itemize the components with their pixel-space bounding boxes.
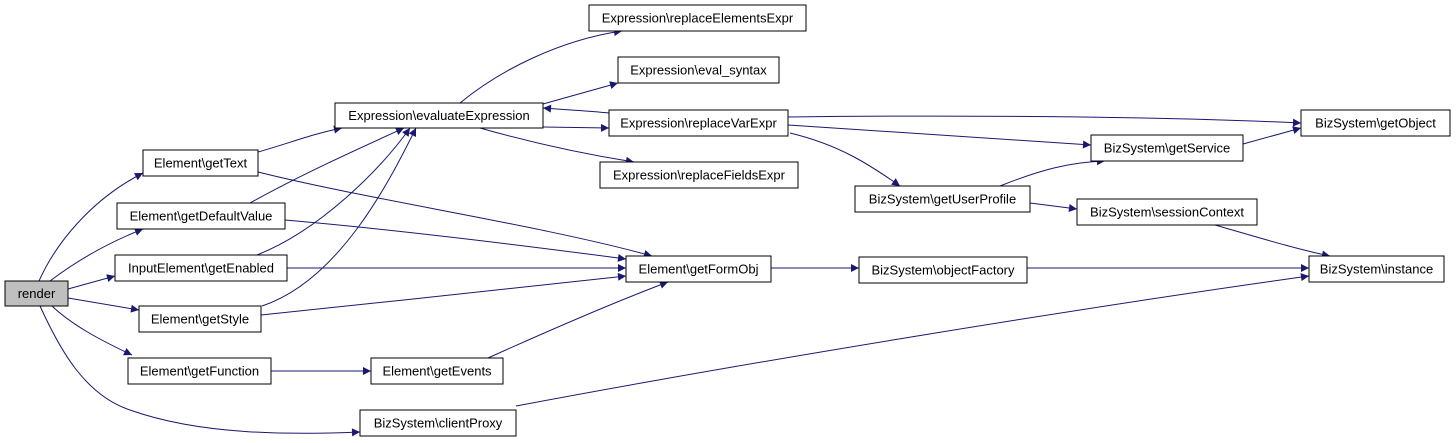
node-box: [114, 254, 288, 282]
edge-render-to-clientProxy: [39, 305, 361, 437]
edge-render-to-getDefaultValue: [49, 228, 144, 282]
node-evaluateExpression[interactable]: Expression\evaluateExpression: [334, 102, 544, 129]
node-label: InputElement\getEnabled: [128, 261, 274, 276]
node-getFunction[interactable]: Element\getFunction: [127, 357, 272, 385]
node-label: Expression\replaceElementsExpr: [602, 11, 794, 26]
node-render[interactable]: render: [4, 280, 69, 307]
node-label: Element\getEvents: [382, 364, 492, 379]
edge-getDefaultValue-to-getFormObj: [284, 219, 627, 262]
edge-replaceVarExpr-to-getUserProfile: [789, 132, 901, 187]
node-label: Element\getText: [154, 156, 248, 171]
node-label: Expression\replaceFieldsExpr: [613, 168, 786, 183]
edge-getStyle-to-evaluateExpression: [261, 127, 417, 307]
node-instance[interactable]: BizSystem\instance: [1308, 255, 1445, 283]
node-box: [588, 4, 807, 32]
node-label: Element\getDefaultValue: [130, 209, 273, 224]
edge-getStyle-to-getFormObj: [260, 272, 627, 316]
node-box: [617, 56, 780, 84]
node-getFormObj[interactable]: Element\getFormObj: [625, 255, 772, 283]
edge-getEnabled-to-evaluateExpression: [256, 127, 411, 256]
node-label: BizSystem\instance: [1320, 262, 1433, 277]
node-label: Expression\eval_syntax: [630, 63, 767, 78]
node-label: BizSystem\getObject: [1315, 116, 1436, 131]
edge-getText-to-getFormObj: [257, 171, 653, 258]
node-label: BizSystem\getUserProfile: [869, 192, 1016, 207]
node-getObject[interactable]: BizSystem\getObject: [1300, 109, 1451, 137]
edge-getEvents-to-getFormObj: [487, 281, 669, 359]
node-label: Expression\replaceVarExpr: [620, 116, 777, 131]
node-objectFactory[interactable]: BizSystem\objectFactory: [858, 256, 1028, 284]
node-label: BizSystem\sessionContext: [1090, 205, 1244, 220]
node-box: [858, 256, 1028, 284]
node-box: [1308, 255, 1445, 283]
edge-replaceVarExpr-to-getService: [787, 124, 1092, 149]
edge-replaceVarExpr-to-evaluateExpression: [542, 104, 610, 114]
edge-clientProxy-to-instance: [515, 273, 1310, 407]
edge-replaceVarExpr-to-getObject: [787, 115, 1302, 127]
node-box: [1090, 134, 1244, 162]
edge-sessionContext-to-instance: [1214, 224, 1331, 259]
node-evalSyntax[interactable]: Expression\eval_syntax: [617, 56, 780, 84]
edge-getText-to-evaluateExpression: [257, 125, 343, 153]
edges-layer: [38, 28, 1331, 437]
node-label: BizSystem\clientProxy: [374, 416, 503, 431]
node-label: Element\getFunction: [140, 364, 259, 379]
edge-evaluateExpression-to-replaceElementsExpr: [459, 28, 623, 104]
node-replaceVarExpr[interactable]: Expression\replaceVarExpr: [608, 109, 789, 137]
node-box: [599, 161, 799, 189]
node-box: [4, 280, 69, 307]
node-replaceFieldsExpr[interactable]: Expression\replaceFieldsExpr: [599, 161, 799, 189]
node-getService[interactable]: BizSystem\getService: [1090, 134, 1244, 162]
node-getStyle[interactable]: Element\getStyle: [138, 305, 262, 333]
node-label: Element\getFormObj: [639, 262, 759, 277]
node-box: [116, 202, 286, 230]
node-box: [1076, 198, 1258, 226]
edge-render-to-getStyle: [67, 297, 140, 313]
node-box: [359, 409, 517, 437]
node-box: [1300, 109, 1451, 137]
node-getUserProfile[interactable]: BizSystem\getUserProfile: [854, 185, 1031, 213]
node-label: render: [18, 286, 56, 301]
node-box: [854, 185, 1031, 213]
node-sessionContext[interactable]: BizSystem\sessionContext: [1076, 198, 1258, 226]
node-label: Expression\evaluateExpression: [348, 108, 529, 123]
node-box: [370, 357, 504, 385]
node-clientProxy[interactable]: BizSystem\clientProxy: [359, 409, 517, 437]
node-box: [138, 305, 262, 333]
edge-render-to-getFunction: [51, 305, 133, 356]
edge-getUserProfile-to-sessionContext: [1029, 202, 1078, 212]
node-getText[interactable]: Element\getText: [142, 149, 259, 177]
nodes-layer: render Element\getTextElement\getDefaultV…: [4, 4, 1451, 437]
node-box: [334, 102, 544, 129]
edge-evaluateExpression-to-replaceVarExpr: [542, 123, 610, 132]
node-replaceElementsExpr[interactable]: Expression\replaceElementsExpr: [588, 4, 807, 32]
edge-getService-to-getObject: [1242, 126, 1302, 145]
node-label: BizSystem\objectFactory: [871, 263, 1015, 278]
node-box: [608, 109, 789, 137]
edge-getUserProfile-to-getService: [999, 157, 1106, 187]
edge-render-to-getEnabled: [67, 274, 116, 290]
node-box: [142, 149, 259, 177]
node-getEvents[interactable]: Element\getEvents: [370, 357, 504, 385]
node-box: [625, 255, 772, 283]
edge-evaluateExpression-to-replaceFieldsExpr: [479, 127, 635, 165]
node-getDefaultValue[interactable]: Element\getDefaultValue: [116, 202, 286, 230]
node-getEnabled[interactable]: InputElement\getEnabled: [114, 254, 288, 282]
edge-getDefaultValue-to-evaluateExpression: [249, 127, 405, 204]
node-label: BizSystem\getService: [1104, 141, 1230, 156]
edge-render-to-getText: [38, 172, 144, 282]
node-box: [127, 357, 272, 385]
node-label: Element\getStyle: [151, 312, 249, 327]
edge-evaluateExpression-to-evalSyntax: [542, 81, 619, 105]
